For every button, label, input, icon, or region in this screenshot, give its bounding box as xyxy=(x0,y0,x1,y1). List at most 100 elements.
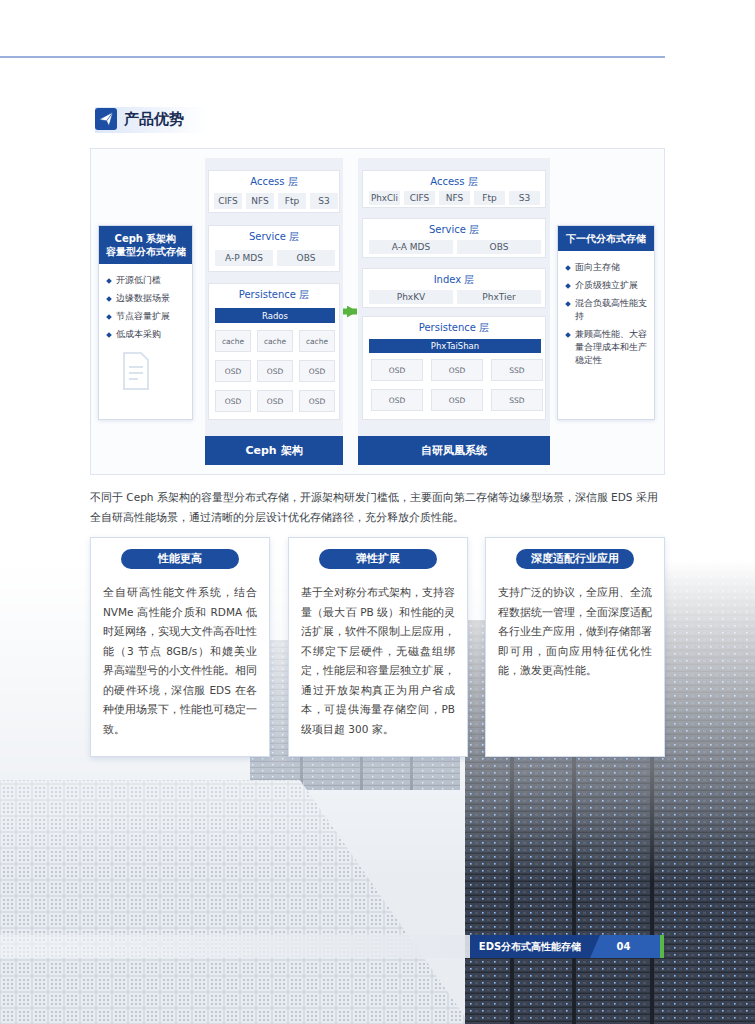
chip-text: PhxCli xyxy=(371,193,398,203)
protocol-chip: A-P MDS xyxy=(215,250,273,266)
cell-text: OSD xyxy=(267,397,283,406)
cell-text: OSD xyxy=(389,366,405,375)
layer-box: Service 层A-P MDSOBS xyxy=(208,225,340,272)
rect-decor xyxy=(0,540,755,1024)
summary-card: Ceph 系架构 容量型分布式存储开源低门槛边缘数据场景节点容量扩展低成本采购 xyxy=(98,225,193,420)
protocol-chip: S3 xyxy=(310,193,338,209)
footer-tab: EDS分布式高性能存储 xyxy=(470,935,600,958)
chip-text: CIFS xyxy=(410,193,430,203)
cell-text: OSD xyxy=(449,396,465,405)
header-rule xyxy=(0,57,665,58)
cell-text: SSD xyxy=(509,396,524,405)
storage-cell: OSD xyxy=(215,360,251,382)
card-header: Ceph 系架构 容量型分布式存储 xyxy=(99,226,192,264)
storage-cell: OSD xyxy=(215,390,251,412)
card-body: 全自研高性能文件系统，结合 NVMe 高性能介质和 RDMA 低时延网络，实现大… xyxy=(103,583,257,739)
footer-band xyxy=(0,935,660,958)
chip-text: S3 xyxy=(519,193,530,203)
column-caption: 自研凤凰系统 xyxy=(358,436,550,465)
storage-cell: OSD xyxy=(371,389,423,411)
cell-text: OSD xyxy=(267,367,283,376)
storage-cell: OSD xyxy=(431,389,483,411)
chip-text: Ftp xyxy=(482,193,496,203)
cell-text: OSD xyxy=(225,397,241,406)
bullet-item: 边缘数据场景 xyxy=(99,292,192,305)
bullet-item: 兼顾高性能、大容量合理成本和生产稳定性 xyxy=(558,328,654,367)
card-header: 下一代分布式存储 xyxy=(558,226,654,251)
chip-text: A-P MDS xyxy=(225,253,263,263)
server-room-photo xyxy=(0,540,755,1024)
bar-text: PhxTaiShan xyxy=(431,341,479,351)
bullet-item: 混合负载高性能支持 xyxy=(558,297,654,323)
storage-cell: OSD xyxy=(257,390,293,412)
document-icon xyxy=(121,351,151,391)
architecture-column: 自研凤凰系统 Access 层 PhxCli CIFS NFS Ftp S3Service … xyxy=(358,158,550,465)
protocol-chip: NFS xyxy=(439,191,470,205)
section-title-wrap: 产品优势 xyxy=(124,109,184,129)
protocol-chip: CIFS xyxy=(214,193,242,209)
layer-title: Service 层 xyxy=(209,226,339,243)
bullet-item: 面向主存储 xyxy=(558,261,654,274)
chip-text: NFS xyxy=(446,193,463,203)
storage-cell: cache xyxy=(299,330,335,352)
card-pill-title: 性能更高 xyxy=(121,549,239,569)
card-pill-title: 深度适配行业应用 xyxy=(516,549,634,569)
page-number: 04 xyxy=(585,935,662,958)
cell-text: OSD xyxy=(309,367,325,376)
intro-paragraph-wrap: 不同于 Ceph 系架构的容量型分布式存储，开源架构研发门槛低，主要面向第二存储… xyxy=(90,487,665,527)
protocol-chip: PhxTier xyxy=(457,290,541,304)
chip-text: NFS xyxy=(251,196,268,206)
storage-cell: OSD xyxy=(431,359,483,381)
chip-text: PhxTier xyxy=(482,292,515,302)
column-caption: Ceph 架构 xyxy=(205,436,343,465)
summary-card: 下一代分布式存储面向主存储介质级独立扩展混合负载高性能支持兼顾高性能、大容量合理… xyxy=(557,225,655,420)
footer-accent xyxy=(660,935,664,958)
rect-decor xyxy=(654,560,755,1024)
layer-box: Persistence 层PhxTaiShanOSDOSDSSDOSDOSDSS… xyxy=(362,316,546,420)
chip-text: S3 xyxy=(318,196,329,206)
layer-box: Service 层A-A MDSOBS xyxy=(362,218,546,258)
storage-cell: SSD xyxy=(491,389,543,411)
storage-cell: cache xyxy=(257,330,293,352)
storage-cell: OSD xyxy=(299,390,335,412)
storage-cell: OSD xyxy=(299,360,335,382)
card-body: 支持广泛的协议，全应用、全流程数据统一管理，全面深度适配各行业生产应用，做到存储… xyxy=(498,583,652,681)
bullet-item: 介质级独立扩展 xyxy=(558,279,654,292)
diagram-panel xyxy=(91,149,665,475)
paper-plane-icon xyxy=(99,112,113,126)
icon-outline xyxy=(124,353,148,389)
card-pill-title: 弹性扩展 xyxy=(319,549,437,569)
icon-lines xyxy=(129,367,143,379)
layer-box: Index 层 PhxKV PhxTier xyxy=(362,268,546,308)
layer-box: Access 层 PhxCli CIFS NFS Ftp S3 xyxy=(362,170,546,208)
layer-title: Persistence 层 xyxy=(363,317,545,334)
cell-text: OSD xyxy=(389,396,405,405)
protocol-chip: PhxKV xyxy=(369,290,453,304)
polygon-decor xyxy=(0,780,470,1024)
bullet-item: 低成本采购 xyxy=(99,328,192,341)
advantage-card: 性能更高全自研高性能文件系统，结合 NVMe 高性能介质和 RDMA 低时延网络… xyxy=(90,537,270,757)
storage-cell: OSD xyxy=(371,359,423,381)
layer-title: Service 层 xyxy=(363,219,545,236)
page-number-wrap: 04 xyxy=(585,935,662,958)
advantage-card: 弹性扩展基于全对称分布式架构，支持容量（最大百 PB 级）和性能的灵活扩展，软件… xyxy=(288,537,468,757)
layer-title: Index 层 xyxy=(363,269,545,286)
advantage-card: 深度适配行业应用支持广泛的协议，全应用、全流程数据统一管理，全面深度适配各行业生… xyxy=(485,537,665,757)
bullet-item: 节点容量扩展 xyxy=(99,310,192,323)
protocol-chip: Ftp xyxy=(474,191,505,205)
protocol-chip: CIFS xyxy=(404,191,435,205)
protocol-chip: Ftp xyxy=(278,193,306,209)
footer-text: EDS分布式高性能存储 xyxy=(479,935,591,958)
chip-text: PhxKV xyxy=(397,292,426,302)
chip-text: Ftp xyxy=(285,196,299,206)
layer-title: Persistence 层 xyxy=(209,284,339,301)
bullet-item: 开源低门槛 xyxy=(99,274,192,287)
protocol-chip: OBS xyxy=(457,240,541,254)
chip-text: CIFS xyxy=(218,196,238,206)
title-band xyxy=(95,107,207,133)
cell-text: OSD xyxy=(449,366,465,375)
layer-title: Access 层 xyxy=(363,171,545,188)
cell-text: cache xyxy=(222,337,244,346)
architecture-column: Ceph 架构Access 层CIFSNFSFtpS3Service 层A-P … xyxy=(205,158,343,465)
